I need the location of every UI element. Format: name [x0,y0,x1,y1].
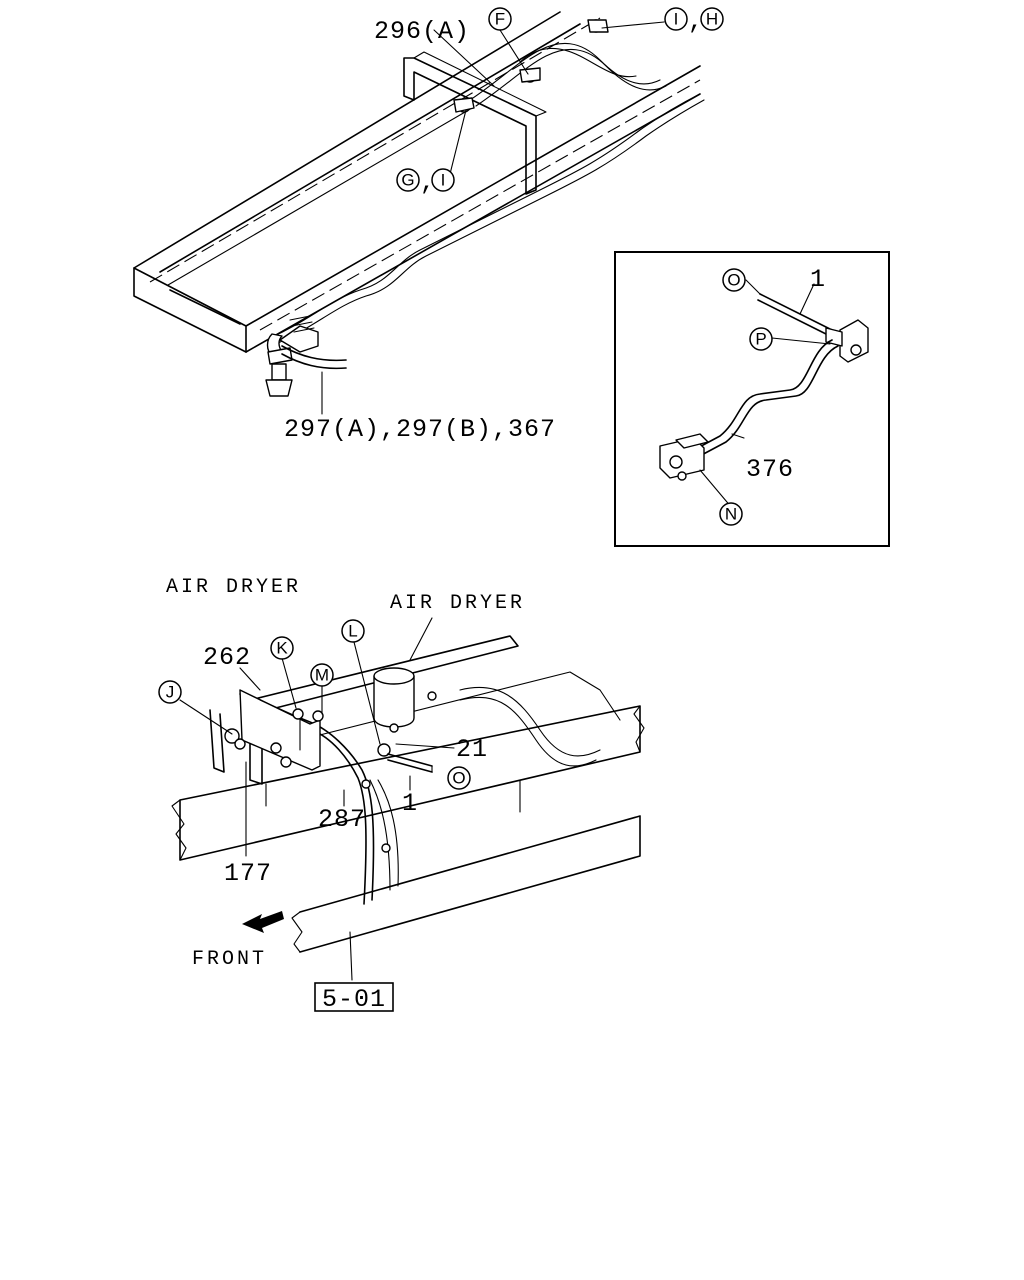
front-label: FRONT [192,948,267,971]
circle-ref-l-text: L [348,622,357,641]
inset-circle-ref-p-text: P [755,330,766,349]
circle-ref-i-mid-text: I [441,171,446,190]
callout-287: 287 [318,805,366,834]
inset-callout-376: 376 [746,455,794,484]
comma-gi: , [420,168,436,197]
circle-ref-j: J [158,680,182,704]
callout-297: 297(A),297(B),367 [284,415,556,444]
circle-ref-i-top: I [664,7,688,31]
inset-callout-1: 1 [810,265,826,294]
circle-ref-g-text: G [401,171,414,190]
circle-ref-g: G [396,168,420,192]
inset-circle-ref-n-text: N [725,505,737,524]
callout-177: 177 [224,859,272,888]
comma-ih: , [688,7,704,36]
circle-ref-o-bottom-text: O [452,769,465,788]
circle-ref-i-mid: I [431,168,455,192]
circle-ref-k: K [270,636,294,660]
circle-ref-l: L [341,619,365,643]
inset-circle-ref-o: O [722,268,746,292]
callout-296a: 296(A) [374,17,470,46]
reference-box[interactable]: 5-01 [314,982,394,1014]
inset-frame [614,251,890,547]
section-title-air-dryer: AIR DRYER [166,576,301,599]
inset-drawing [659,279,869,509]
circle-ref-m-text: M [315,666,329,685]
circle-ref-k-text: K [276,639,288,658]
callout-1-bottom: 1 [402,789,418,818]
air-dryer-label: AIR DRYER [390,592,525,615]
circle-ref-m: M [310,663,334,687]
bottom-frame-drawing [171,617,645,981]
circle-ref-i-top-text: I [674,10,679,29]
front-arrow-icon [242,911,284,933]
inset-circle-ref-n: N [719,502,743,526]
callout-21: 21 [456,735,488,764]
callout-262: 262 [203,643,251,672]
inset-circle-ref-p: P [749,327,773,351]
circle-ref-h: H [700,7,724,31]
circle-ref-j-text: J [166,683,175,702]
circle-ref-o-bottom: O [447,766,471,790]
reference-box-text: 5-01 [322,985,386,1014]
circle-ref-h-text: H [706,10,718,29]
top-frame-drawing [133,11,705,415]
inset-circle-ref-o-text: O [727,271,740,290]
circle-ref-f: F [488,7,512,31]
circle-ref-f-text: F [495,10,505,29]
